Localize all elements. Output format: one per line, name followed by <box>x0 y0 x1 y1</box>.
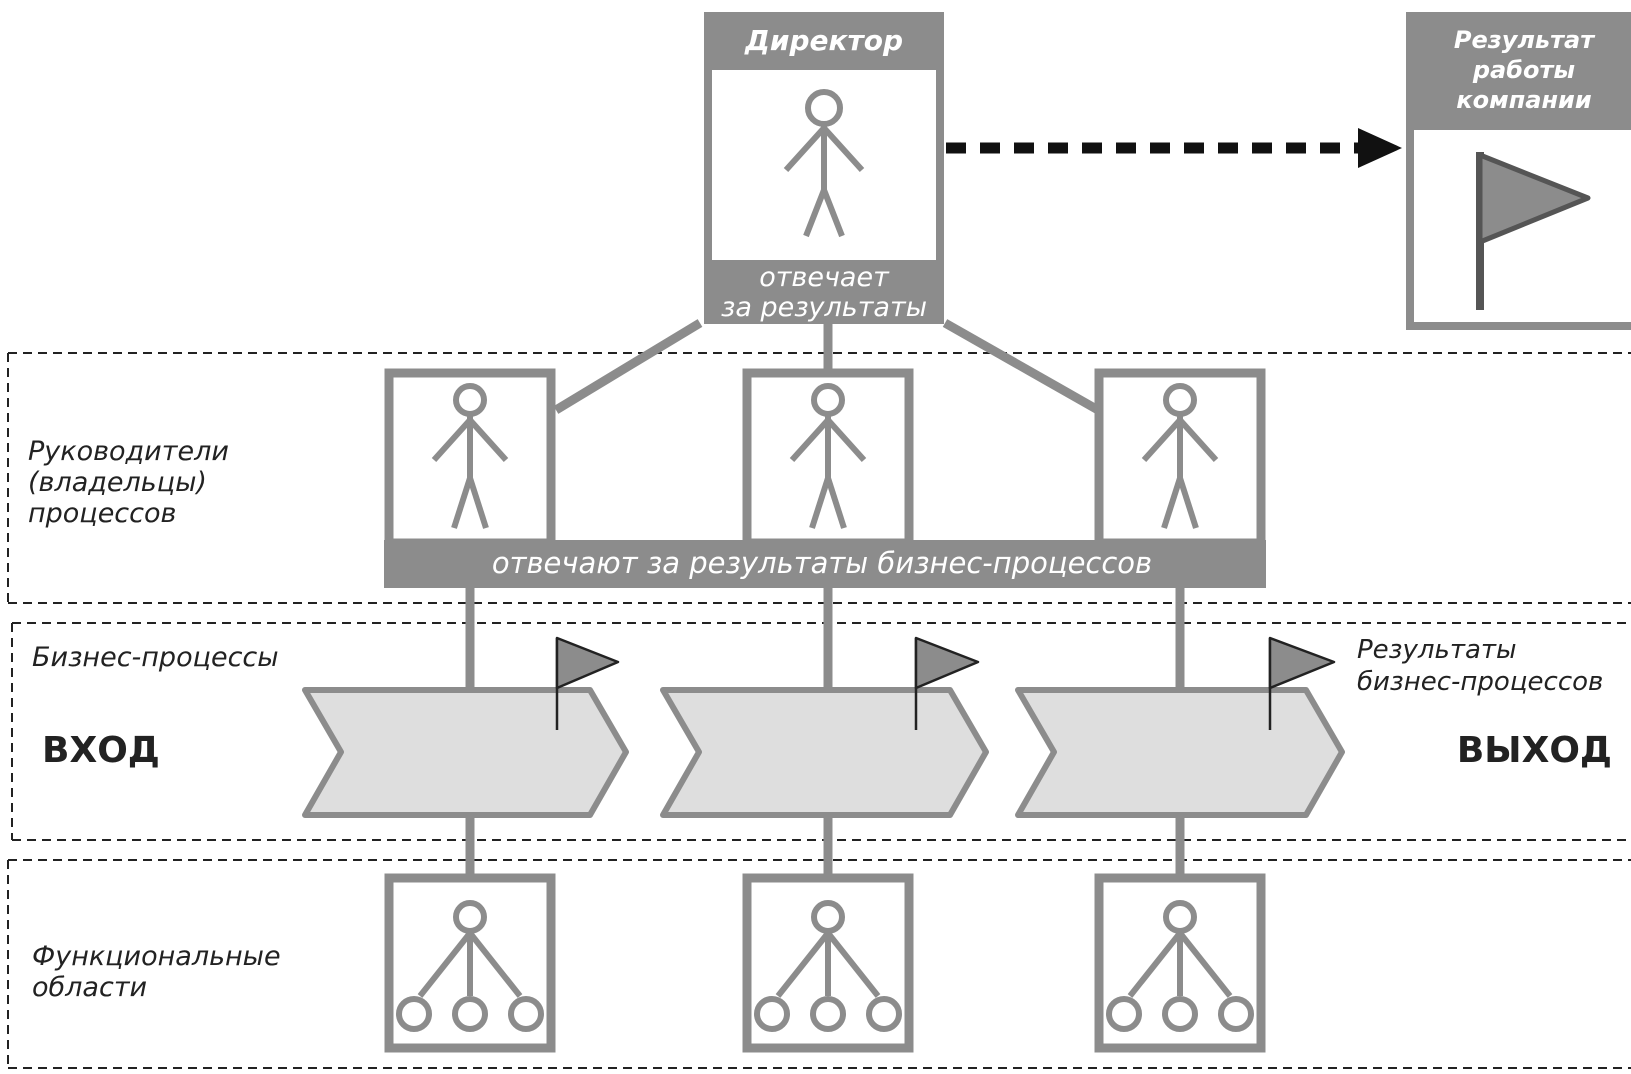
results-label-line1: Результаты <box>1357 635 1517 665</box>
chevron-process-icon <box>302 687 629 818</box>
company-result-title-line3: компании <box>1456 86 1592 114</box>
zone-functional <box>7 859 1631 1069</box>
functional-label-line1: Функциональные <box>32 941 281 972</box>
company-result-box: Результат работы компании <box>1406 12 1631 330</box>
director-box: Директор отвечает за результаты <box>704 12 944 324</box>
director-caption-line2: за результаты <box>721 292 927 323</box>
managers-label-line2: (владельцы) <box>28 467 207 498</box>
managers-banner: отвечают за результаты бизнес-процессов <box>384 540 1266 588</box>
manager-box-3 <box>1094 368 1266 548</box>
person-icon <box>1141 383 1219 529</box>
processes-label: Бизнес-процессы <box>32 642 279 673</box>
company-result-title-line2: работы <box>1472 56 1576 84</box>
manager-box-2 <box>742 368 914 548</box>
functional-box-3 <box>1094 873 1266 1053</box>
director-caption-line1: отвечает <box>759 262 890 293</box>
flag-icon <box>1476 152 1591 310</box>
flag-icon <box>555 636 620 730</box>
person-icon <box>789 383 867 529</box>
functional-label-line2: области <box>32 972 147 1003</box>
chevron-process-icon <box>1015 687 1345 818</box>
dashed-arrow-icon <box>946 128 1402 168</box>
managers-banner-text: отвечают за результаты бизнес-процессов <box>492 546 1152 580</box>
person-icon <box>783 89 865 238</box>
functional-box-2 <box>742 873 914 1053</box>
zone-processes <box>11 622 1631 841</box>
output-label: ВЫХОД <box>1457 730 1612 771</box>
company-result-title-line1: Результат <box>1454 26 1596 54</box>
org-structure-icon <box>396 900 544 1032</box>
managers-label-line3: процессов <box>28 498 176 529</box>
manager-box-1 <box>384 368 556 548</box>
chevron-process-icon <box>660 687 989 818</box>
director-title: Директор <box>744 24 903 57</box>
flag-icon <box>1268 636 1336 730</box>
results-label-line2: бизнес-процессов <box>1357 667 1603 697</box>
person-icon <box>431 383 509 529</box>
connectors <box>465 319 1185 877</box>
org-structure-icon <box>1106 900 1254 1032</box>
flag-icon <box>914 636 980 730</box>
zone-managers <box>7 352 1631 604</box>
org-structure-icon <box>754 900 902 1032</box>
functional-box-1 <box>384 873 556 1053</box>
managers-label-line1: Руководители <box>28 436 229 467</box>
input-label: ВХОД <box>42 730 160 771</box>
